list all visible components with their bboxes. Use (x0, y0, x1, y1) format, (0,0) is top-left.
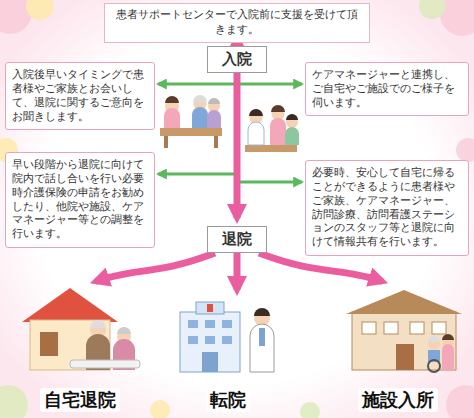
staff-illustration (245, 105, 299, 152)
destination-label: 自宅退院 (12, 284, 148, 412)
node-text: 必要時、安心して自宅に帰ることができるように患者様やご家族、ケアマネージャー、訪… (312, 166, 462, 249)
stage-box: 退院 (207, 226, 267, 253)
node-text: 早い段階から退院に向けて院内で話し合いを行い必要時介護保険の申請をお勧めしたり、… (12, 158, 148, 241)
node-text: 転院 (206, 388, 250, 412)
flow-arrow (96, 253, 215, 281)
node-text: ケアマネージャーと連携し、ご自宅やご施設でのご様子を伺います。 (312, 68, 462, 110)
node-text: 自宅退院 (40, 388, 120, 412)
house-illustration (22, 288, 140, 370)
branch-arrow (158, 73, 237, 84)
facility-illustration (346, 290, 462, 372)
hospital-illustration (180, 302, 274, 372)
process-box: ケアマネージャーと連携し、ご自宅やご施設でのご様子を伺います。 (305, 62, 469, 116)
consultation-illustration (160, 95, 222, 148)
process-box: 入院後早いタイミングで患者様やご家族とお会いして、退院に関するご意向をお聞きしま… (5, 62, 155, 130)
node-text: 入院後早いタイミングで患者様やご家族とお会いして、退院に関するご意向をお聞きしま… (12, 68, 148, 123)
process-box: 早い段階から退院に向けて院内で話し合いを行い必要時介護保険の申請をお勧めしたり、… (5, 152, 155, 248)
node-text: 施設入所 (358, 388, 438, 412)
node-text: 入院 (222, 50, 252, 69)
process-box: 必要時、安心して自宅に帰ることができるように患者様やご家族、ケアマネージャー、訪… (305, 160, 469, 256)
node-text: 退院 (222, 230, 252, 249)
branch-arrow (158, 73, 237, 174)
branch-arrow (237, 73, 302, 84)
destination-label: 転院 (174, 298, 282, 412)
header-box: 患者サポートセンターで入院前に支援を受けて頂きます。 (104, 3, 370, 43)
node-text: 患者サポートセンターで入院前に支援を受けて頂きます。 (113, 8, 361, 38)
flow-arrow (259, 253, 382, 281)
destination-label: 施設入所 (330, 284, 466, 412)
stage-box: 入院 (207, 46, 267, 73)
flow-arrow (234, 253, 241, 290)
flow-arrow (234, 73, 241, 218)
branch-arrow (237, 73, 302, 182)
